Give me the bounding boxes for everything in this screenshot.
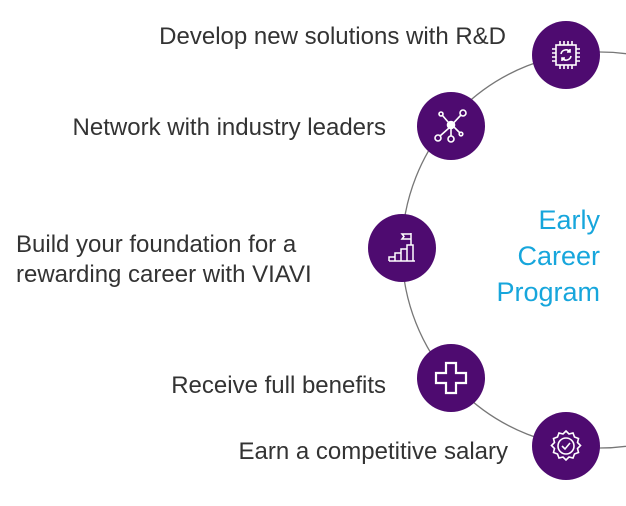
title-line: Program (496, 277, 600, 307)
item-label-benefits: Receive full benefits (171, 372, 386, 399)
stairs-flag-icon (388, 233, 415, 262)
item-label-rd: Develop new solutions with R&D (159, 23, 506, 50)
label-line: Build your foundation for a (16, 231, 297, 258)
health-cross-icon (434, 361, 468, 395)
chip-refresh-icon (552, 41, 580, 69)
node-benefits (417, 344, 485, 412)
node-network (417, 92, 485, 160)
label-line: rewarding career with VIAVI (16, 261, 312, 288)
node-rd (532, 21, 600, 89)
network-icon (434, 109, 467, 143)
badge-check-icon (550, 429, 582, 462)
program-title: Early Career Program (496, 202, 600, 310)
node-foundation (368, 214, 436, 282)
title-line: Early (538, 205, 600, 235)
title-line: Career (517, 241, 600, 271)
item-label-foundation: Build your foundation for a rewarding ca… (16, 230, 312, 290)
item-label-network: Network with industry leaders (72, 114, 386, 141)
node-salary (532, 412, 600, 480)
item-label-salary: Earn a competitive salary (238, 438, 508, 465)
